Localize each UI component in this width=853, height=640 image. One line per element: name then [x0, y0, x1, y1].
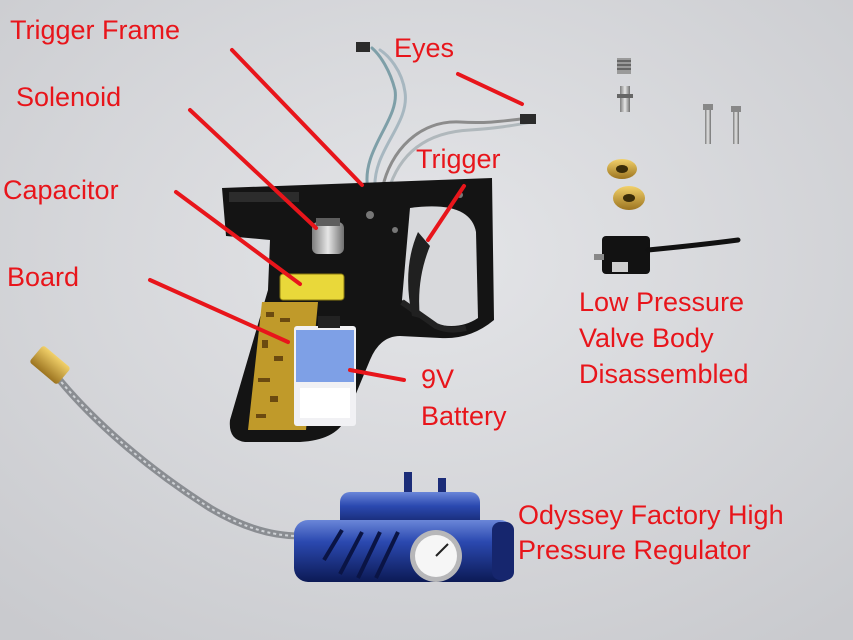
label-regulator-line1: Odyssey Factory High	[518, 500, 784, 530]
leader-trigger	[426, 184, 466, 242]
label-board: Board	[7, 262, 80, 292]
label-lpv-line2: Valve Body	[579, 323, 714, 353]
valve-seals	[607, 159, 645, 210]
leader-lines	[148, 48, 524, 382]
leader-trigger-frame	[230, 48, 364, 187]
9v-battery	[294, 316, 356, 426]
label-lpv-line3: Disassembled	[579, 359, 749, 389]
leader-board	[148, 278, 290, 344]
braided-hose	[30, 346, 304, 540]
label-lpv-line1: Low Pressure	[579, 287, 745, 317]
leader-solenoid	[188, 108, 318, 230]
low-pressure-valve-body	[594, 236, 741, 274]
label-battery-line2: Battery	[421, 401, 507, 431]
label-solenoid: Solenoid	[16, 82, 122, 112]
leader-eyes	[456, 72, 524, 106]
leader-capacitor	[174, 190, 302, 286]
label-regulator-line2: Pressure Regulator	[518, 535, 751, 565]
label-trigger: Trigger	[416, 144, 501, 174]
valve-spring	[617, 58, 631, 74]
pressure-gauge	[410, 530, 462, 582]
label-eyes: Eyes	[394, 33, 455, 63]
label-battery-line1: 9V	[421, 364, 455, 394]
leader-battery	[348, 368, 406, 382]
valve-pin	[617, 86, 633, 112]
solenoid	[312, 218, 344, 254]
valve-screws	[703, 104, 741, 144]
label-capacitor: Capacitor	[3, 175, 119, 205]
eye-wires	[356, 42, 536, 194]
trigger	[408, 232, 430, 318]
label-trigger-frame: Trigger Frame	[10, 15, 181, 45]
